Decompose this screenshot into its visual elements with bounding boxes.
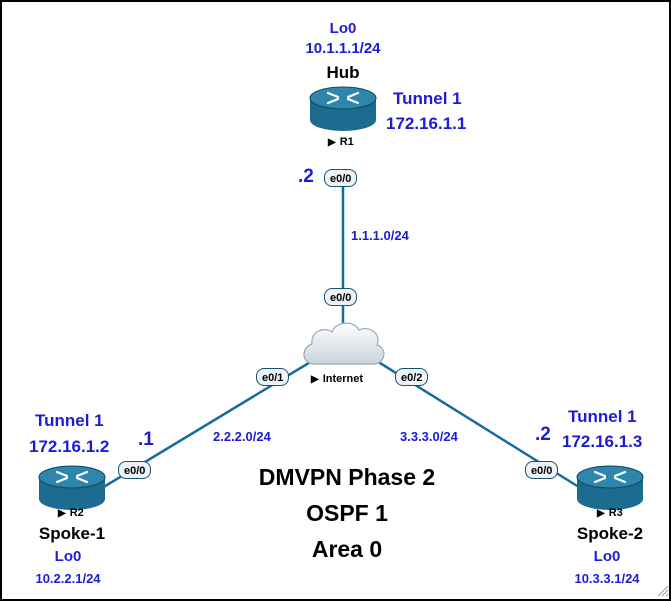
hub-tunnel-name: Tunnel 1	[393, 89, 462, 108]
spoke1-tunnel-ip: 172.16.1.2	[29, 437, 110, 456]
spoke2-port-e0-0[interactable]: e0/0	[525, 461, 559, 479]
router-icon-r2[interactable]	[38, 465, 106, 510]
hub-loopback-name: Lo0	[329, 20, 357, 37]
spoke2-router-tag-label: R3	[608, 507, 623, 519]
caption-ospf-process: OSPF 1	[306, 500, 388, 526]
spoke1-loopback-ip: 10.2.2.1/24	[35, 571, 101, 586]
internet-cloud-icon[interactable]	[303, 322, 385, 365]
spoke2-loopback-ip: 10.3.3.1/24	[574, 571, 640, 586]
spoke2-link-subnet: 3.3.3.0/24	[400, 429, 458, 444]
play-icon: ▶	[328, 137, 336, 148]
caption-ospf-area: Area 0	[311, 536, 383, 562]
hub-router-tag-label: R1	[339, 136, 354, 148]
hub-loopback-ip: 10.1.1.1/24	[305, 40, 381, 57]
spoke2-router-tag[interactable]: ▶R3	[597, 507, 623, 519]
spoke1-host-suffix: .1	[138, 429, 154, 450]
caption-dmvpn-phase: DMVPN Phase 2	[258, 464, 436, 490]
spoke2-loopback-name: Lo0	[593, 548, 621, 565]
resize-grip-icon[interactable]	[657, 585, 669, 597]
internet-port-e0-2[interactable]: e0/2	[395, 368, 429, 386]
hub-tunnel-ip: 172.16.1.1	[386, 114, 467, 133]
hub-router-tag[interactable]: ▶R1	[328, 136, 354, 148]
spoke1-name: Spoke-1	[38, 524, 106, 543]
internet-port-e0-1[interactable]: e0/1	[256, 368, 290, 386]
spoke1-tunnel-name: Tunnel 1	[35, 411, 104, 430]
hub-link-subnet: 1.1.1.0/24	[351, 228, 409, 243]
hub-name: Hub	[326, 63, 360, 82]
spoke2-tunnel-name: Tunnel 1	[568, 407, 637, 426]
hub-port-e0-0[interactable]: e0/0	[324, 169, 358, 187]
play-icon: ▶	[597, 508, 605, 519]
hub-host-suffix: .2	[298, 166, 314, 187]
spoke1-loopback-name: Lo0	[54, 548, 82, 565]
spoke2-name: Spoke-2	[576, 524, 644, 543]
spoke1-router-tag[interactable]: ▶R2	[58, 507, 84, 519]
spoke2-tunnel-ip: 172.16.1.3	[562, 432, 643, 451]
play-icon: ▶	[311, 374, 319, 385]
spoke1-link-subnet: 2.2.2.0/24	[213, 429, 271, 444]
internet-tag[interactable]: ▶Internet	[311, 373, 363, 385]
spoke1-port-e0-0[interactable]: e0/0	[118, 461, 152, 479]
spoke1-router-tag-label: R2	[69, 507, 84, 519]
internet-port-e0-0[interactable]: e0/0	[324, 288, 358, 306]
play-icon: ▶	[58, 508, 66, 519]
router-icon-r3[interactable]	[576, 465, 644, 510]
router-icon-r1[interactable]	[309, 86, 377, 131]
spoke2-host-suffix: .2	[535, 424, 551, 445]
internet-tag-label: Internet	[322, 373, 364, 385]
